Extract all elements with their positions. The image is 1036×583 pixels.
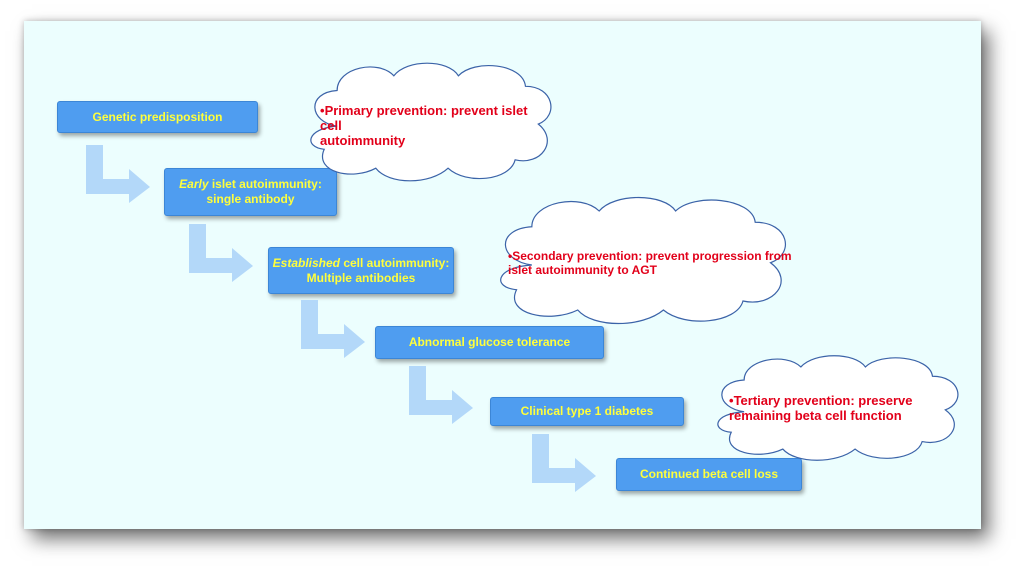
cloud-text-line1: •Tertiary prevention: preserve <box>729 393 954 408</box>
bent-arrow-4 <box>409 366 473 424</box>
cloud-text-line1: •Primary prevention: prevent islet cell <box>320 103 550 133</box>
step-label-line2: Multiple antibodies <box>306 270 416 285</box>
cloud-text-line1-content: Primary prevention: prevent islet cell <box>320 103 528 133</box>
step-label: Abnormal glucose tolerance <box>408 335 571 349</box>
step-label-italic: Established <box>272 255 340 270</box>
bent-arrow-5 <box>532 434 596 492</box>
step-label-line1: Early islet autoimmunity: <box>179 177 322 192</box>
step-genetic-predisposition: Genetic predisposition <box>57 101 258 133</box>
cloud-text-line1-content: Tertiary prevention: preserve <box>733 393 913 408</box>
bullet: • <box>320 103 325 118</box>
cloud-primary-text: •Primary prevention: prevent islet cell … <box>320 103 550 148</box>
step-abnormal-glucose-tolerance: Abnormal glucose tolerance <box>375 326 604 359</box>
step-continued-beta-cell-loss: Continued beta cell loss <box>616 458 802 491</box>
cloud-text-line2: islet autoimmunity to AGT <box>508 263 657 277</box>
step-label-rest: cell autoimmunity: <box>340 255 450 270</box>
bent-arrow-1 <box>86 145 150 203</box>
cloud-text-line1: •Secondary prevention: prevent progressi… <box>508 249 798 263</box>
step-label: Clinical type 1 diabetes <box>520 404 654 418</box>
cloud-secondary-text: •Secondary prevention: prevent progressi… <box>508 249 798 277</box>
cloud-text-line1-content: Secondary prevention: prevent progressio… <box>512 249 792 263</box>
step-clinical-type1-diabetes: Clinical type 1 diabetes <box>490 397 684 426</box>
cloud-text-line2: autoimmunity <box>320 133 406 148</box>
cloud-tertiary-text: •Tertiary prevention: preserve remaining… <box>729 393 954 423</box>
step-label: Genetic predisposition <box>92 109 223 124</box>
bent-arrow-3 <box>301 300 365 358</box>
step-label-italic: Early <box>179 177 209 191</box>
bullet: • <box>729 393 734 408</box>
step-established-cell-autoimmunity: Established cell autoimmunity: Multiple … <box>268 247 454 294</box>
bullet: • <box>508 249 513 263</box>
step-label-rest: islet autoimmunity: <box>208 177 322 191</box>
step-label: Continued beta cell loss <box>639 467 779 481</box>
step-label-line2: single antibody <box>206 192 295 206</box>
step-label-line1: Established cell autoimmunity: <box>273 256 450 271</box>
cloud-text-line2: remaining beta cell function <box>729 408 902 423</box>
bent-arrow-2 <box>189 224 253 282</box>
step-early-islet-autoimmunity: Early islet autoimmunity: single antibod… <box>164 168 337 216</box>
slide-canvas: Genetic predisposition Early islet autoi… <box>24 21 981 529</box>
